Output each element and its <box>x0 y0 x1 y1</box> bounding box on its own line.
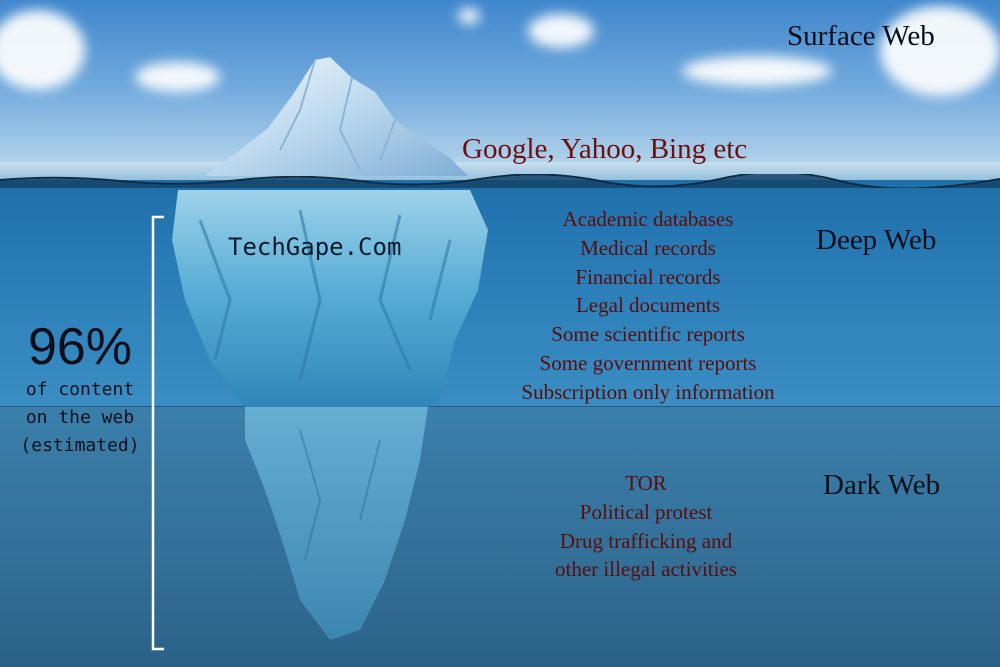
statistic-line: (estimated) <box>20 435 140 456</box>
search-engines-label: Google, Yahoo, Bing etc <box>462 133 748 165</box>
list-item: other illegal activities <box>555 557 737 582</box>
list-item: Academic databases <box>562 207 734 231</box>
list-item: Some government reports <box>539 350 757 375</box>
list-item: Some scientific reports <box>551 322 745 347</box>
bracket-marker <box>151 215 164 651</box>
cloud <box>880 6 1000 96</box>
percentage-value: 96% <box>27 318 133 376</box>
dark-web-list: TOR Political protest Drug trafficking a… <box>518 469 774 584</box>
statistic-line: on the web <box>25 407 135 428</box>
dark-water <box>0 407 1000 667</box>
cloud <box>682 56 832 86</box>
cloud <box>528 14 594 48</box>
deep-dark-divider <box>0 406 1000 407</box>
cloud <box>135 62 220 92</box>
statistic-line: of content <box>25 379 135 400</box>
list-item: Medical records <box>580 235 716 260</box>
cloud <box>0 10 85 90</box>
statistic-block: 96% of content on the web (estimated) <box>10 318 150 460</box>
watermark-text: TechGape.Com <box>228 233 402 261</box>
list-item: Political protest <box>579 499 713 524</box>
list-item: Financial records <box>575 264 721 289</box>
list-item: Subscription only information <box>521 379 775 404</box>
cloud <box>458 8 480 24</box>
deep-web-list: Academic databases Medical records Finan… <box>498 205 798 407</box>
dark-web-label: Dark Web <box>823 469 941 501</box>
list-item: Drug trafficking and <box>559 528 733 553</box>
deep-water <box>0 180 1000 408</box>
surface-web-label: Surface Web <box>787 20 935 52</box>
list-item: Legal documents <box>575 293 721 318</box>
water-surface <box>0 174 1000 188</box>
deep-web-label: Deep Web <box>816 224 937 256</box>
list-item: TOR <box>625 471 667 495</box>
